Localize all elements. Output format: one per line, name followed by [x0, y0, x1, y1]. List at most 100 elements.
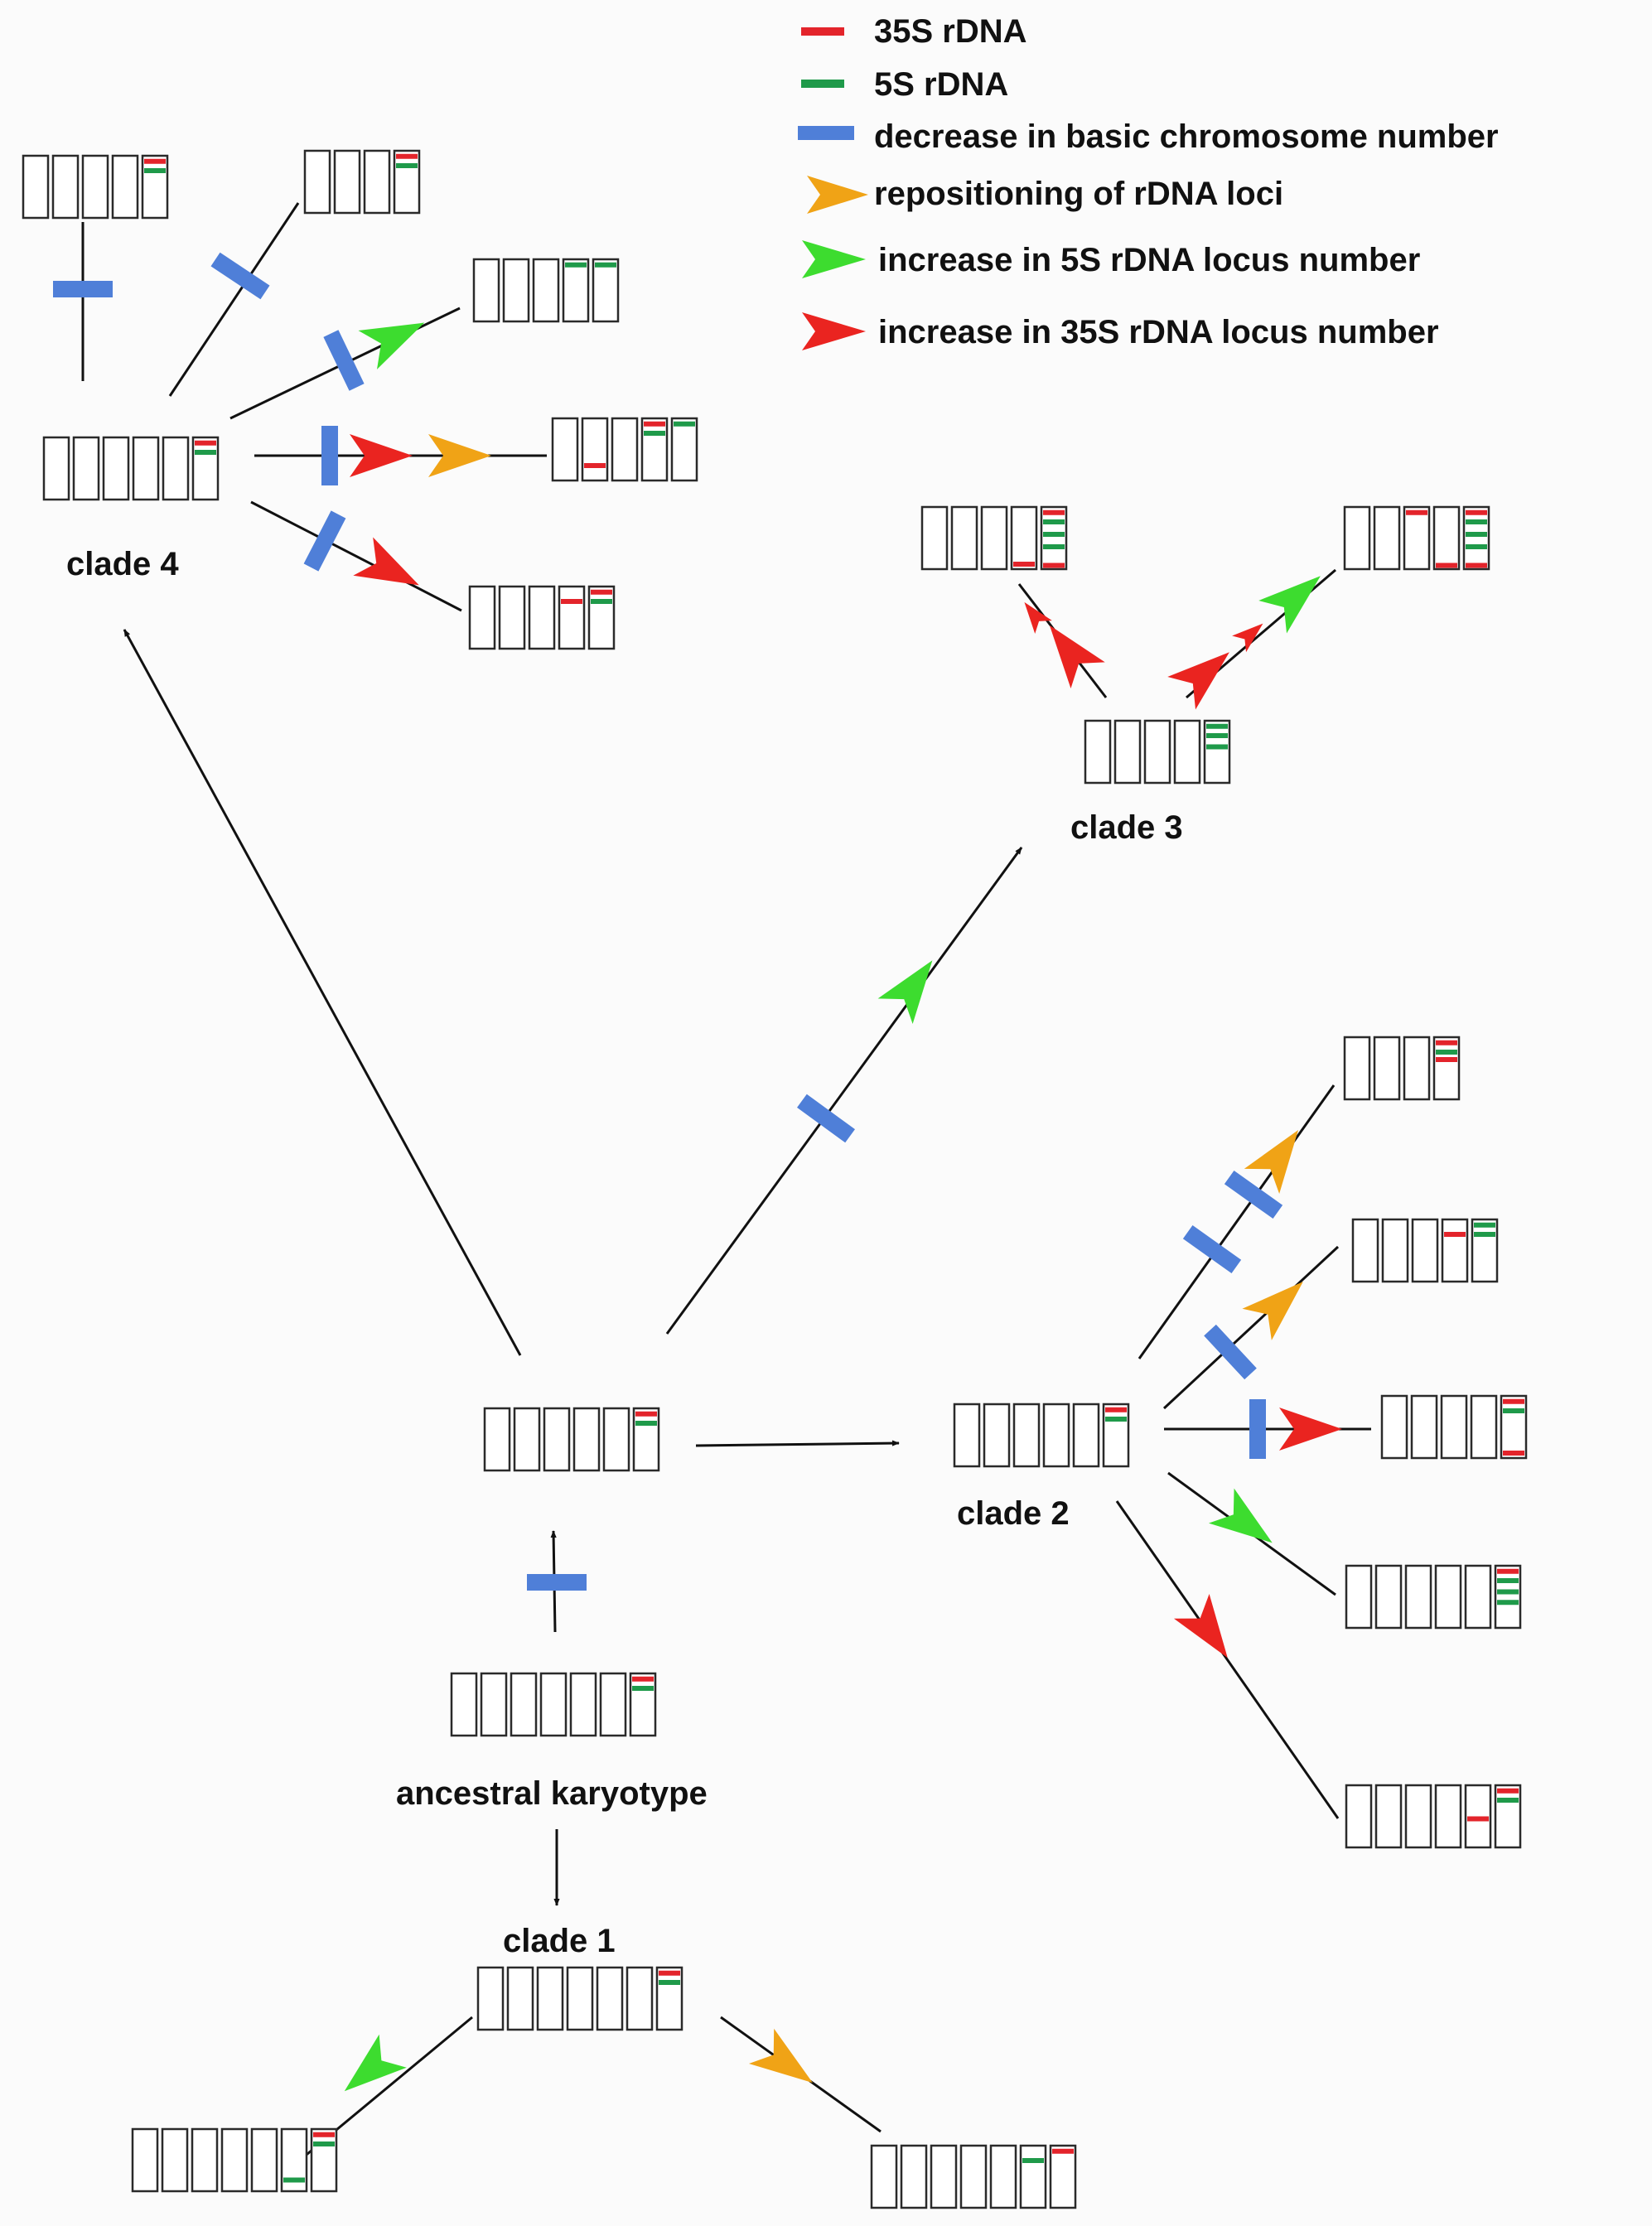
karyotypes — [22, 149, 1528, 2209]
branch-lines — [81, 202, 1371, 2160]
5s-rdna-mark — [1466, 544, 1487, 549]
35s-rdna-mark — [1497, 1788, 1519, 1794]
chromosome — [72, 436, 100, 501]
35s-rdna-mark — [591, 589, 612, 595]
inc5s-arrow-icon — [344, 2034, 407, 2092]
karyotype-clade4-e — [468, 585, 616, 650]
chromosome — [468, 585, 496, 650]
chromosome — [1113, 719, 1142, 785]
chromosome — [632, 1407, 660, 1472]
35s-rdna-mark — [635, 1411, 657, 1417]
clade-1-label: clade 1 — [503, 1923, 616, 1959]
35s-rdna-mark — [1105, 1407, 1127, 1412]
chromosome — [393, 149, 421, 215]
5s-rdna-mark — [1474, 1222, 1495, 1228]
reposition-arrow-icon — [1244, 1130, 1299, 1195]
chromosome — [953, 1403, 981, 1468]
chromosome — [1373, 505, 1401, 571]
increase-35s-arrowhead — [1279, 1408, 1342, 1451]
legend-5s-rdna-swatch — [801, 80, 844, 88]
chromosome — [1345, 1564, 1373, 1630]
legend-increase-35s-arrow-icon — [802, 312, 866, 350]
karyotype-ancestral — [450, 1672, 657, 1737]
decrease-marker — [303, 510, 346, 572]
chromosome — [1102, 1403, 1130, 1468]
increase-5s-arrowhead — [358, 322, 425, 369]
decrease-bar — [210, 252, 270, 300]
5s-rdna-mark — [1043, 532, 1065, 537]
chromosome — [310, 2127, 338, 2193]
5s-rdna-mark — [283, 2177, 305, 2183]
5s-rdna-mark — [1105, 1417, 1127, 1422]
karyotype-central — [483, 1407, 660, 1472]
reposition-arrow-icon — [428, 434, 491, 477]
inc35s-arrow-icon — [1173, 1593, 1228, 1659]
5s-rdna-mark — [313, 2141, 335, 2146]
35s-rdna-mark — [1436, 1040, 1457, 1045]
chromosome — [131, 2127, 159, 2193]
chromosome — [1403, 505, 1431, 571]
branch-line — [1162, 1245, 1340, 1410]
chromosome — [303, 149, 331, 215]
chromosome — [1441, 1218, 1469, 1283]
5s-rdna-mark — [1497, 1578, 1519, 1583]
5s-rdna-mark — [674, 421, 695, 427]
decrease-marker — [1224, 1170, 1283, 1219]
chromosome — [1494, 1784, 1522, 1849]
chromosome — [989, 2144, 1017, 2209]
legend-35s-rdna-label: 35S rDNA — [874, 13, 1027, 50]
branch-arrow — [665, 847, 1023, 1335]
5s-rdna-mark — [1497, 1589, 1519, 1595]
chromosome — [1373, 1036, 1401, 1101]
chromosome — [900, 2144, 928, 2209]
chromosome — [22, 154, 50, 220]
chromosome — [528, 585, 556, 650]
35s-rdna-mark — [1436, 1057, 1457, 1062]
decrease-marker — [321, 426, 338, 485]
5s-rdna-mark — [591, 599, 612, 604]
decrease-marker — [1249, 1399, 1266, 1459]
chromosome — [1470, 1394, 1498, 1460]
chromosome — [581, 417, 609, 482]
35s-rdna-mark — [659, 1970, 680, 1976]
chromosome — [1403, 1036, 1431, 1101]
chromosome — [191, 436, 220, 501]
chromosome — [102, 436, 130, 501]
35s-rdna-mark — [1497, 1568, 1519, 1574]
5s-rdna-mark — [396, 163, 418, 168]
35s-rdna-mark — [1503, 1398, 1524, 1404]
chromosome — [472, 258, 500, 323]
legend-increase-35s-label: increase in 35S rDNA locus number — [878, 314, 1439, 350]
karyotype-clade1-left — [131, 2127, 338, 2193]
legend-35s-rdna-swatch — [801, 27, 844, 36]
5s-rdna-mark — [644, 431, 665, 436]
chromosome — [161, 2127, 189, 2193]
5s-rdna-mark — [1474, 1232, 1495, 1237]
repositioning-arrowhead — [1242, 1282, 1303, 1340]
decrease-bar — [527, 1574, 587, 1591]
chromosome — [558, 585, 586, 650]
legend-decrease-label: decrease in basic chromosome number — [874, 118, 1499, 155]
chromosome — [1464, 1564, 1492, 1630]
chromosome — [1411, 1218, 1439, 1283]
repositioning-arrowhead — [428, 434, 491, 477]
decrease-marker — [1204, 1324, 1257, 1380]
karyotype-clade2-a — [1343, 1036, 1461, 1101]
chromosome — [1381, 1218, 1409, 1283]
inc5s-arrow-icon — [877, 960, 933, 1025]
increase-5s-arrowhead — [344, 2034, 407, 2092]
35s-rdna-mark — [561, 599, 582, 604]
chromosome — [1404, 1784, 1432, 1849]
35s-rdna-mark — [632, 1676, 654, 1682]
decrease-marker — [53, 281, 113, 297]
chromosome — [572, 1407, 601, 1472]
inc5s-arrow-icon — [1208, 1488, 1273, 1543]
chromosome — [543, 1407, 571, 1472]
branch-line — [1115, 1500, 1340, 1819]
5s-rdna-mark — [1466, 519, 1487, 524]
legend-repositioning-arrow-icon — [807, 176, 868, 214]
35s-rdna-mark — [195, 440, 216, 446]
karyotype-clade3-root — [1084, 719, 1231, 785]
karyotype-clade2-c — [1380, 1394, 1528, 1460]
